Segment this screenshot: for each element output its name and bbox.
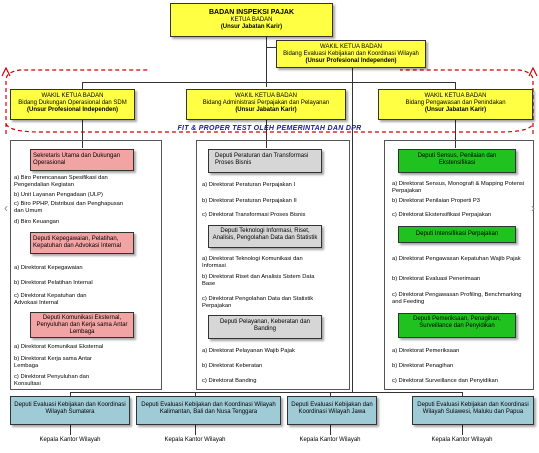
kepala-kantor-wilayah: Kepala Kantor Wilayah <box>299 437 361 443</box>
left-item-1-1: b) Direktorat Pelatihan Internal <box>14 280 93 286</box>
right-item-2-2: c) Direktorat Surveillance dan Penyidika… <box>392 378 499 384</box>
right-item-1-1: b) Direktorat Evaluasi Penerimaan <box>392 276 481 282</box>
wakil-dukungan-title: WAKIL KETUA BADAN <box>41 93 104 99</box>
left-head-0: Sekretaris Utama dan Dukungan Operasiona… <box>30 149 134 171</box>
connector <box>195 425 196 435</box>
connector <box>70 392 71 396</box>
fit-proper-label: FIT & PROPER TEST OLEH PEMERINTAH DAN DP… <box>177 125 362 132</box>
deputi-wilayah-kalimantan: Deputi Evaluasi Kebijakan dan Koordinasi… <box>136 396 281 425</box>
connector <box>455 120 456 148</box>
fit-proper-dashed-outline <box>1 66 538 134</box>
connector <box>330 425 331 435</box>
mid-column-frame <box>196 140 350 390</box>
wakil-administrasi-field: Bidang Administrasi Perpajakan dan Pelay… <box>202 100 330 106</box>
mid-item-0-0: a) Direktorat Peraturan Perpajakan I <box>202 182 296 188</box>
right-item-0-2: c) Direktorat Ekstensifikasi Perpajakan <box>392 212 492 218</box>
connector <box>266 120 267 148</box>
ketua-note: (Unsur Jabatan Karir) <box>220 24 283 30</box>
wakil-pengawasan-field: Bidang Pengawasan dan Penindakan <box>405 100 506 106</box>
mid-head-2: Deputi Pelayanan, Keberatan dan Banding <box>208 315 322 339</box>
right-item-2-1: b) Direktorat Penagihan <box>392 363 454 369</box>
left-item-2-1: b) Direktorat Kerja sama Antar Lembaga <box>14 356 92 369</box>
kepala-kantor-wilayah: Kepala Kantor Wilayah <box>164 437 226 443</box>
left-item-0-0: a) Biro Perencanaan Spesifikasi dan Peng… <box>14 175 108 188</box>
wakil-dukungan-field: Bidang Dukungan Operasional dan SDM <box>18 100 127 106</box>
mid-item-2-1: b) Direktorat Keberatan <box>202 363 263 369</box>
connector <box>352 68 353 393</box>
ketua-label: KETUA BADAN <box>230 17 273 23</box>
wakil-pengawasan-box: WAKIL KETUA BADAN Bidang Pengawasan dan … <box>378 89 533 120</box>
mid-item-2-2: c) Direktorat Banding <box>202 378 257 384</box>
right-item-1-2: c) Direktorat Pengawasan Profiling, Benc… <box>392 292 522 305</box>
mid-head-0: Deputi Peraturan dan Transformasi Proses… <box>208 149 322 173</box>
mid-item-1-0: a) Direktorat Teknologi Komunikasi dan I… <box>202 256 303 269</box>
left-item-2-0: a) Direktorat Komunikasi Eksternal <box>14 344 104 350</box>
wakil-pengawasan-note: (Unsur Jabatan Karir) <box>424 107 487 113</box>
wakil-koordinasi-field: Bidang Evaluasi Kebijakan dan Koordinasi… <box>283 51 419 57</box>
right-column-frame <box>384 140 534 390</box>
deputi-wilayah-sumatera: Deputi Evaluasi Kebijakan dan Koordinasi… <box>10 396 130 425</box>
chevron-right-icon[interactable]: › <box>531 201 535 215</box>
wakil-koordinasi-title: WAKIL KETUA BADAN <box>320 44 382 50</box>
left-item-0-3: d) Biro Keuangan <box>14 219 60 225</box>
connector <box>195 392 196 396</box>
wakil-administrasi-note: (Unsur Jabatan Karir) <box>235 107 297 113</box>
deputi-wilayah-sulawesi: Deputi Evaluasi Kebijakan dan Koordinasi… <box>412 396 534 425</box>
wakil-koordinasi-box: WAKIL KETUA BADAN Bidang Evaluasi Kebija… <box>276 40 426 68</box>
wakil-administrasi-box: WAKIL KETUA BADAN Bidang Administrasi Pe… <box>186 89 346 120</box>
wakil-dukungan-note: (Unsur Profesional Independen) <box>26 107 118 113</box>
left-column-frame <box>10 140 162 390</box>
connector <box>455 82 456 89</box>
connector <box>70 425 71 435</box>
right-item-0-0: a) Direktorat Sensus, Monografi & Mappin… <box>392 181 525 194</box>
left-item-1-0: a) Direktorat Kepegawaian <box>14 265 83 271</box>
right-item-2-0: a) Direktorat Pemeriksaan <box>392 348 460 354</box>
deputi-wilayah-jawa: Deputi Evaluasi Kebijakan dan Koordinasi… <box>287 396 377 425</box>
ketua-badan-box: BADAN INSPEKSI PAJAK KETUA BADAN (Unsur … <box>170 3 333 37</box>
left-item-2-2: c) Direktorat Penyuluhan dan Konsultasi <box>14 374 90 387</box>
right-item-1-0: a) Direktorat Pengawasan Kepatuhan Wajib… <box>392 256 521 262</box>
mid-item-0-2: c) Direktorat Transformasi Proses Bisnis <box>202 212 306 218</box>
connector <box>82 82 83 89</box>
left-item-0-2: c) Biro PPHP, Distribusi dan Penghapusan… <box>14 201 124 214</box>
chevron-left-icon[interactable]: ‹ <box>4 201 8 215</box>
mid-item-1-2: c) Direktorat Pengolahan Data dan Statis… <box>202 296 314 309</box>
mid-item-1-1: b) Direktorat Riset dan Analisis Sistem … <box>202 274 315 287</box>
connector <box>266 47 276 48</box>
mid-head-1: Deputi Teknologi Informasi, Riset, Anali… <box>208 225 322 248</box>
left-head-2: Deputi Komunikasi Eksternal, Penyuluhan … <box>30 312 134 338</box>
left-head-1: Deputi Kepegawaian, Pelatihan, Kepatuhan… <box>30 232 134 254</box>
right-head-2: Deputi Pemeriksaan, Penagihan, Surveilla… <box>398 313 516 338</box>
right-head-1: Deputi Intensifikasi Perpajakan <box>398 226 516 243</box>
left-item-1-2: c) Direktorat Kepatuhan dan Advokasi Int… <box>14 293 87 306</box>
connector <box>82 82 455 83</box>
connector <box>82 120 83 148</box>
mid-item-0-1: b) Direktorat Peraturan Perpajakan II <box>202 198 297 204</box>
connector <box>266 37 267 87</box>
kepala-kantor-wilayah: Kepala Kantor Wilayah <box>431 437 493 443</box>
right-head-0: Deputi Sensus, Penilaian dan Ekstensifik… <box>398 149 516 173</box>
connector <box>330 392 331 396</box>
kepala-kantor-wilayah: Kepala Kantor Wilayah <box>39 437 101 443</box>
connector <box>70 392 462 393</box>
left-item-0-1: b) Unit Layanan Pengadaan (ULP) <box>14 192 103 198</box>
wakil-dukungan-box: WAKIL KETUA BADAN Bidang Dukungan Operas… <box>10 89 135 120</box>
wakil-administrasi-title: WAKIL KETUA BADAN <box>235 93 297 99</box>
wakil-pengawasan-title: WAKIL KETUA BADAN <box>424 93 487 99</box>
connector <box>462 425 463 435</box>
connector <box>462 392 463 396</box>
org-title: BADAN INSPEKSI PAJAK <box>208 9 295 16</box>
mid-item-2-0: a) Direktorat Pelayanan Wajib Pajak <box>202 348 295 354</box>
wakil-koordinasi-note: (Unsur Profesional Independen) <box>305 58 397 64</box>
right-item-0-1: b) Direktorat Penilaian Properti P3 <box>392 198 480 204</box>
